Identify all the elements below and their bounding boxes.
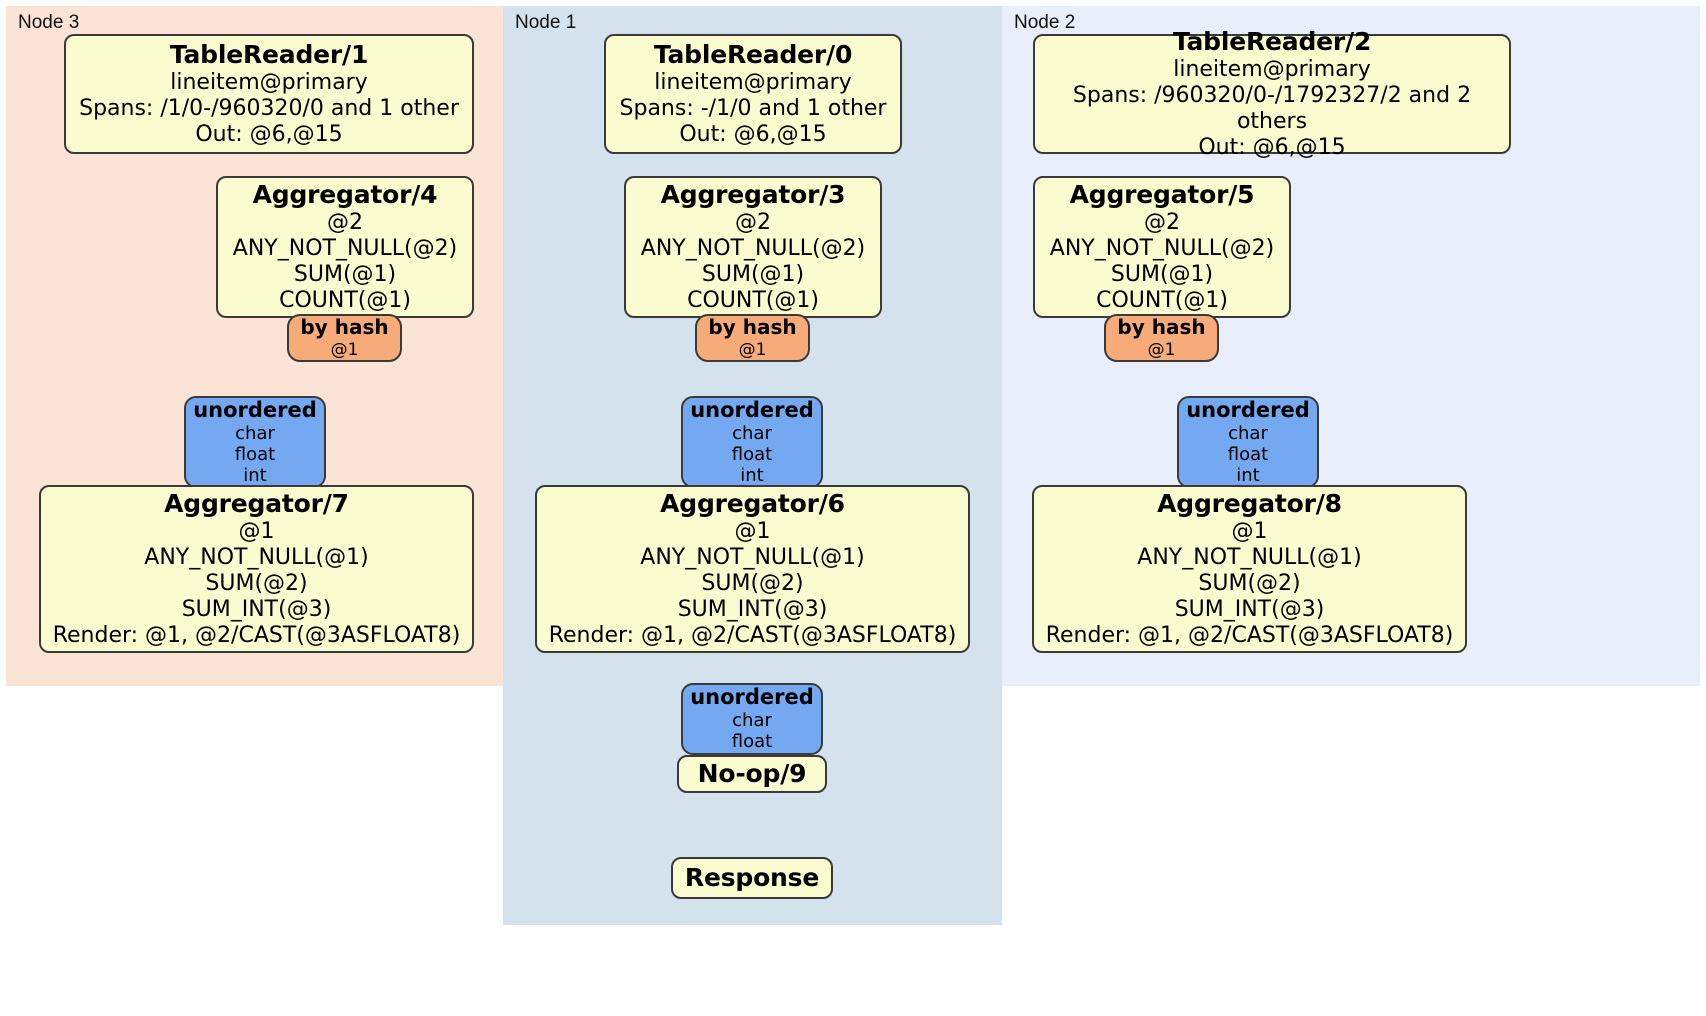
processor-line: SUM(@2) (1198, 570, 1301, 596)
stream-title: unordered (690, 685, 814, 710)
stream-unordered-final[interactable]: unordered char float (681, 683, 823, 755)
processor-line: SUM_INT(@3) (181, 596, 332, 622)
processor-line: COUNT(@1) (687, 287, 819, 313)
processor-title: Aggregator/6 (660, 489, 845, 519)
node-panel-label-node3: Node 3 (18, 12, 80, 33)
processor-line: SUM(@2) (205, 570, 308, 596)
stream-line: float (731, 731, 773, 753)
processor-title: Aggregator/8 (1157, 489, 1342, 519)
processor-title: TableReader/0 (653, 40, 853, 70)
processor-title: Aggregator/5 (1069, 180, 1255, 210)
router-title: by hash (300, 315, 389, 340)
processor-line: @2 (327, 209, 363, 235)
router-title: by hash (708, 315, 797, 340)
processor-line: ANY_NOT_NULL(@1) (640, 544, 865, 570)
processor-title: Response (684, 863, 820, 893)
processor-title: No-op/9 (697, 759, 807, 789)
processor-line: @1 (1231, 518, 1268, 544)
processor-line: SUM_INT(@3) (677, 596, 828, 622)
node-panel-label-node1: Node 1 (515, 12, 577, 33)
processor-line: Out: @6,@15 (679, 121, 827, 147)
processor-no-op-9[interactable]: No-op/9 (677, 755, 827, 793)
processor-line: ANY_NOT_NULL(@2) (640, 235, 866, 261)
processor-line: Spans: -/1/0 and 1 other (619, 95, 887, 121)
stream-unordered-mid[interactable]: unordered char float int (681, 396, 823, 488)
stream-title: unordered (1186, 397, 1310, 422)
processor-aggregator-4[interactable]: Aggregator/4 @2 ANY_NOT_NULL(@2) SUM(@1)… (216, 176, 474, 318)
processor-line: ANY_NOT_NULL(@2) (1049, 235, 1275, 261)
processor-line: @2 (1144, 209, 1180, 235)
stream-line: float (234, 443, 276, 465)
processor-line: @2 (735, 209, 771, 235)
processor-table-reader-1[interactable]: TableReader/1 lineitem@primary Spans: /1… (64, 34, 474, 154)
stream-line: char (235, 422, 275, 444)
stream-line: float (731, 443, 773, 465)
processor-line: SUM_INT(@3) (1174, 596, 1325, 622)
processor-line: SUM(@2) (701, 570, 804, 596)
processor-line: Out: @6,@15 (195, 121, 343, 147)
processor-line: COUNT(@1) (279, 287, 411, 313)
processor-line: ANY_NOT_NULL(@1) (144, 544, 369, 570)
stream-title: unordered (193, 397, 317, 422)
processor-aggregator-3[interactable]: Aggregator/3 @2 ANY_NOT_NULL(@2) SUM(@1)… (624, 176, 882, 318)
processor-line: SUM(@1) (293, 261, 397, 287)
processor-table-reader-0[interactable]: TableReader/0 lineitem@primary Spans: -/… (604, 34, 902, 154)
stream-line: int (1236, 465, 1260, 486)
processor-title: Aggregator/3 (660, 180, 846, 210)
processor-line: SUM(@1) (1110, 261, 1214, 287)
processor-title: Aggregator/7 (164, 489, 349, 519)
processor-line: Out: @6,@15 (1198, 134, 1346, 160)
processor-aggregator-7[interactable]: Aggregator/7 @1 ANY_NOT_NULL(@1) SUM(@2)… (39, 485, 474, 653)
processor-title: TableReader/1 (169, 40, 369, 70)
router-by-hash-aggregator-3[interactable]: by hash @1 (695, 314, 810, 362)
processor-aggregator-5[interactable]: Aggregator/5 @2 ANY_NOT_NULL(@2) SUM(@1)… (1033, 176, 1291, 318)
node-panel-label-node2: Node 2 (1014, 12, 1076, 33)
processor-line: Render: @1, @2/CAST(@3ASFLOAT8) (1045, 622, 1454, 648)
stream-title: unordered (690, 397, 814, 422)
router-line: @1 (738, 339, 767, 360)
processor-table-reader-2[interactable]: TableReader/2 lineitem@primary Spans: /9… (1033, 27, 1511, 160)
processor-line: Spans: /960320/0-/1792327/2 and 2 others (1072, 82, 1472, 134)
processor-line: ANY_NOT_NULL(@2) (232, 235, 458, 261)
router-by-hash-aggregator-4[interactable]: by hash @1 (287, 314, 402, 362)
processor-line: lineitem@primary (170, 69, 368, 95)
processor-aggregator-8[interactable]: Aggregator/8 @1 ANY_NOT_NULL(@1) SUM(@2)… (1032, 485, 1467, 653)
processor-line: lineitem@primary (1173, 56, 1371, 82)
router-by-hash-aggregator-5[interactable]: by hash @1 (1104, 314, 1219, 362)
processor-line: Render: @1, @2/CAST(@3ASFLOAT8) (548, 622, 957, 648)
processor-title: Aggregator/4 (252, 180, 438, 210)
processor-line: Render: @1, @2/CAST(@3ASFLOAT8) (52, 622, 461, 648)
processor-aggregator-6[interactable]: Aggregator/6 @1 ANY_NOT_NULL(@1) SUM(@2)… (535, 485, 970, 653)
processor-title: TableReader/2 (1172, 27, 1372, 57)
stream-line: int (740, 465, 764, 486)
processor-line: @1 (734, 518, 771, 544)
stream-line: int (243, 465, 267, 486)
processor-response[interactable]: Response (671, 857, 833, 899)
processor-line: SUM(@1) (701, 261, 805, 287)
processor-line: COUNT(@1) (1096, 287, 1228, 313)
router-line: @1 (330, 339, 359, 360)
stream-unordered-left[interactable]: unordered char float int (184, 396, 326, 488)
stream-unordered-right[interactable]: unordered char float int (1177, 396, 1319, 488)
processor-line: ANY_NOT_NULL(@1) (1137, 544, 1362, 570)
router-title: by hash (1117, 315, 1206, 340)
router-line: @1 (1147, 339, 1176, 360)
stream-line: char (732, 422, 772, 444)
stream-line: float (1227, 443, 1269, 465)
processor-line: lineitem@primary (654, 69, 852, 95)
processor-line: @1 (238, 518, 275, 544)
stream-line: char (1228, 422, 1268, 444)
stream-line: char (732, 710, 772, 732)
processor-line: Spans: /1/0-/960320/0 and 1 other (79, 95, 459, 121)
